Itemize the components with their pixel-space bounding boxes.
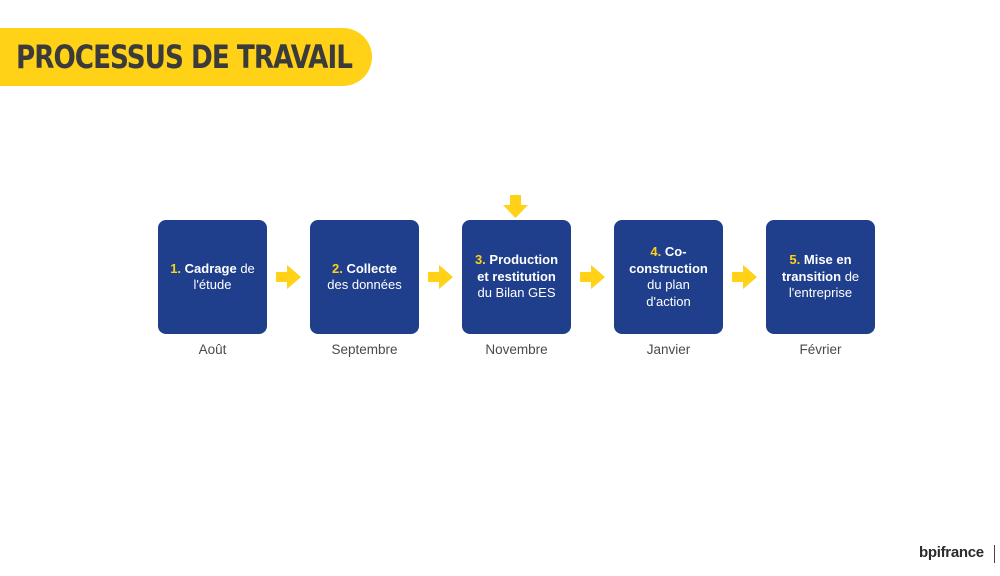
step-text-segment: Co- bbox=[664, 244, 687, 259]
step-text-line: 3. Production bbox=[475, 252, 558, 269]
step-text-segment: de bbox=[236, 260, 255, 276]
bpifrance-logo: bpifrance bbox=[919, 544, 984, 561]
page-title: PROCESSUS DE TRAVAIL bbox=[16, 38, 353, 76]
step-text-segment: transition bbox=[781, 268, 842, 284]
arrow-right-icon bbox=[580, 265, 605, 289]
title-banner: PROCESSUS DE TRAVAIL bbox=[0, 28, 372, 86]
step-text-line: 5. Mise en bbox=[782, 252, 859, 269]
step-text-segment: l'entreprise bbox=[788, 285, 853, 301]
month-label-4: Janvier bbox=[646, 342, 691, 357]
step-text-segment: Collecte bbox=[346, 260, 398, 276]
step-number: 1. bbox=[170, 260, 185, 276]
step-number: 2. bbox=[331, 260, 347, 276]
month-label-2: Septembre bbox=[331, 342, 398, 357]
step-text-line: des données bbox=[327, 277, 401, 294]
step-text-line: d'action bbox=[629, 294, 708, 311]
arrow-right-icon bbox=[732, 265, 757, 289]
step-text-line: 4. Co- bbox=[629, 244, 708, 261]
logo-divider bbox=[994, 545, 995, 563]
step-text-segment: du plan bbox=[647, 277, 690, 292]
step-text-line: et restitution bbox=[475, 269, 558, 286]
step-text-segment: du Bilan GES bbox=[477, 285, 556, 301]
step-text-line: 2. Collecte bbox=[327, 261, 401, 278]
arrow-right-icon bbox=[276, 265, 301, 289]
step-text-segment: d'action bbox=[646, 293, 691, 309]
step-number: 3. bbox=[474, 252, 490, 268]
step-text-segment: l'étude bbox=[193, 277, 232, 292]
step-text-segment: de bbox=[841, 268, 860, 284]
step-text-segment: des données bbox=[327, 277, 402, 292]
step-text-segment: Cadrage bbox=[184, 260, 237, 276]
step-number: 4. bbox=[650, 244, 665, 259]
step-text-line: l'entreprise bbox=[782, 285, 859, 302]
month-label-1: Août bbox=[198, 342, 227, 357]
step-text-line: l'étude bbox=[170, 277, 255, 294]
month-label-5: Février bbox=[799, 342, 842, 357]
arrow-down-icon bbox=[503, 195, 528, 218]
step-text-line: du plan bbox=[629, 277, 708, 294]
step-text-segment: Mise en bbox=[803, 252, 852, 268]
step-number: 5. bbox=[789, 252, 804, 268]
step-text-segment: Production bbox=[489, 252, 559, 268]
step-text-line: construction bbox=[629, 261, 708, 278]
step-text-line: transition de bbox=[782, 269, 859, 286]
month-label-3: Novembre bbox=[485, 342, 548, 357]
step-text-line: 1. Cadrage de bbox=[170, 261, 255, 278]
arrow-right-icon bbox=[428, 265, 453, 289]
step-text-line: du Bilan GES bbox=[475, 285, 558, 302]
step-text-segment: construction bbox=[629, 260, 708, 276]
step-text-segment: et restitution bbox=[477, 268, 556, 284]
